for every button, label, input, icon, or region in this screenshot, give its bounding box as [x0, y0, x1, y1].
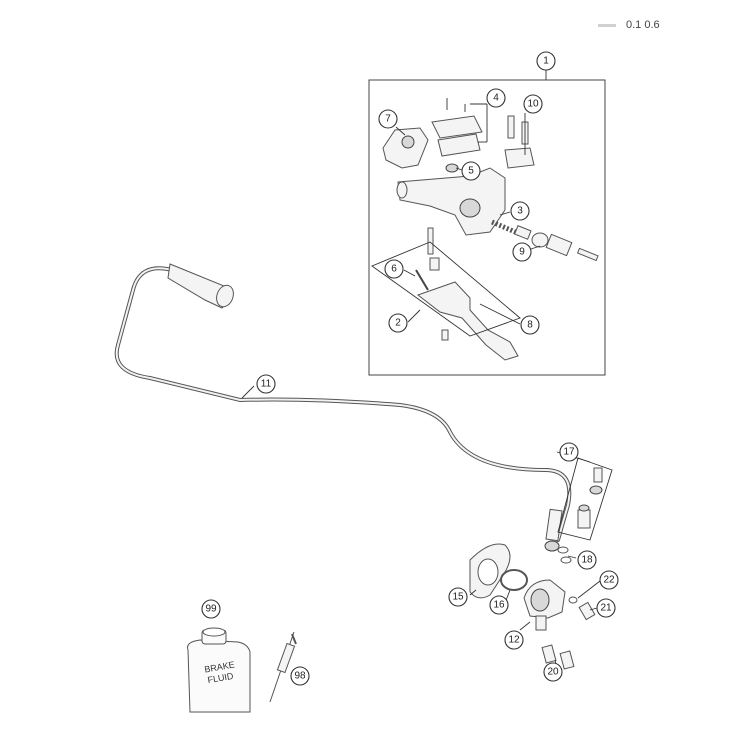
leader-12 [519, 621, 531, 631]
callout-99: 99 [201, 599, 221, 619]
part-99-brake-fluid-bottle: BRAKE FLUID [187, 627, 251, 713]
part-9-piston [531, 232, 599, 262]
part-7-clamp [382, 127, 429, 169]
leader-6 [403, 269, 416, 277]
part-4-reservoir-cap [431, 98, 483, 157]
svg-text:22: 22 [603, 575, 615, 586]
callout-6: 6 [384, 259, 404, 279]
svg-text:7: 7 [385, 114, 391, 125]
part-18-washers [557, 546, 572, 564]
master-cylinder-body [396, 167, 506, 236]
svg-text:9: 9 [519, 247, 525, 258]
callout-4: 4 [486, 88, 506, 108]
part-17-group-outline [557, 457, 613, 541]
callout-98: 98 [290, 666, 310, 686]
part-16-o-ring [500, 569, 528, 591]
leader-15 [469, 589, 477, 596]
leader-3 [499, 211, 511, 216]
svg-text:1: 1 [543, 56, 549, 67]
callout-10: 10 [523, 94, 543, 114]
part-3-piston-spring [491, 219, 532, 240]
svg-text:17: 17 [563, 447, 575, 458]
part-5-fitting [445, 163, 459, 173]
callout-7: 7 [378, 109, 398, 129]
callout-1: 1 [536, 51, 556, 71]
bottle-label-line2: FLUID [207, 671, 235, 685]
callout-17: 17 [559, 442, 579, 462]
svg-text:12: 12 [508, 635, 520, 646]
part-15-gasket [469, 543, 511, 599]
svg-text:21: 21 [600, 603, 612, 614]
svg-text:20: 20 [547, 667, 559, 678]
callout-2: 2 [388, 313, 408, 333]
svg-text:16: 16 [493, 600, 505, 611]
leader-18 [567, 555, 577, 559]
svg-text:15: 15 [452, 592, 464, 603]
part-17-bleeder [577, 467, 603, 529]
callout-11: 11 [256, 374, 276, 394]
part-21-bolt [568, 596, 596, 621]
svg-text:8: 8 [527, 320, 533, 331]
svg-text:5: 5 [468, 166, 474, 177]
part-8-lever [415, 227, 519, 361]
leader-11 [241, 385, 255, 399]
svg-text:10: 10 [527, 99, 539, 110]
callout-18: 18 [577, 550, 597, 570]
part-12-slave-cylinder [523, 579, 566, 631]
header-swatch [598, 24, 616, 27]
callout-21: 21 [596, 598, 616, 618]
svg-text:2: 2 [395, 318, 401, 329]
callout-5: 5 [461, 161, 481, 181]
leader-8 [479, 303, 521, 325]
part-98-syringe [269, 631, 297, 703]
part-11-hose [114, 263, 572, 552]
callout-20: 20 [543, 662, 563, 682]
header-version-text: 0.1 0.6 [626, 19, 660, 31]
leader-21 [589, 607, 598, 611]
part-10-clamp-bolts [504, 115, 535, 169]
svg-text:99: 99 [205, 604, 217, 615]
assembly-group-box [368, 79, 606, 376]
callout-3: 3 [510, 201, 530, 221]
svg-text:98: 98 [294, 671, 306, 682]
part-2-group-outline [371, 241, 521, 337]
leader-2 [407, 309, 421, 323]
leader-5 [455, 167, 463, 171]
leader-22 [577, 580, 601, 599]
callout-22: 22 [599, 570, 619, 590]
callout-15: 15 [448, 587, 468, 607]
svg-text:4: 4 [493, 93, 499, 104]
part-20-bolts [541, 644, 575, 670]
callout-12: 12 [504, 630, 524, 650]
callout-8: 8 [520, 315, 540, 335]
svg-text:6: 6 [391, 264, 397, 275]
svg-text:11: 11 [261, 379, 272, 390]
callout-9: 9 [512, 242, 532, 262]
leader-7 [395, 126, 406, 136]
svg-text:18: 18 [581, 555, 593, 566]
svg-text:3: 3 [517, 206, 523, 217]
callout-16: 16 [489, 595, 509, 615]
